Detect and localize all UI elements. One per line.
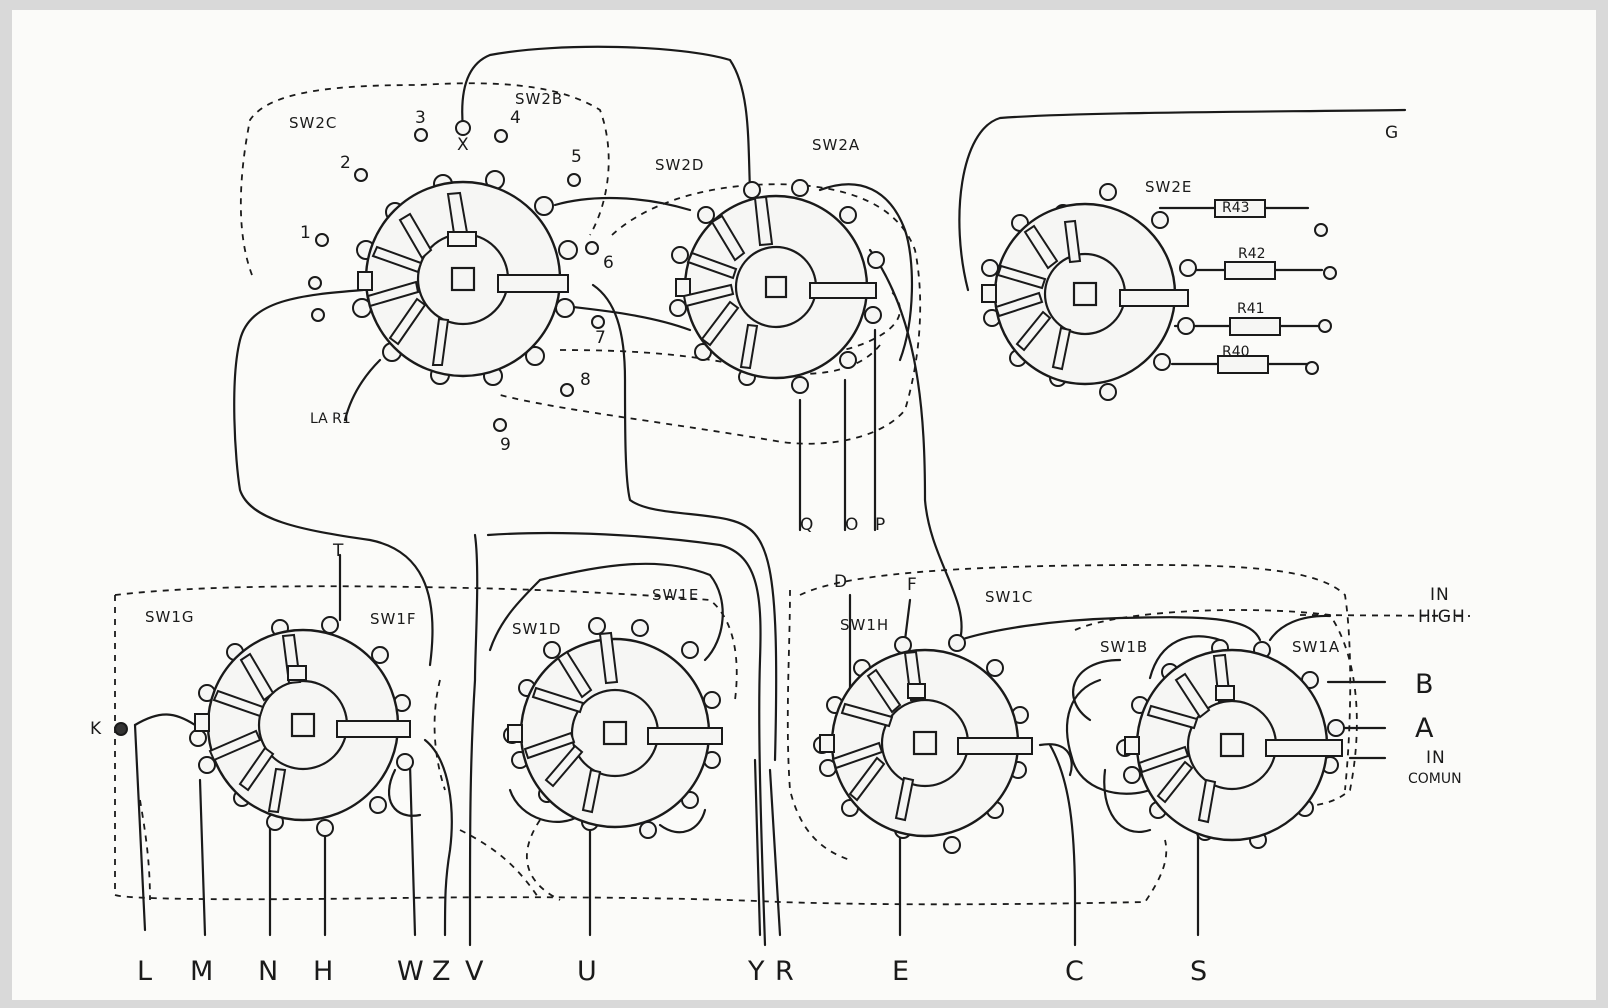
label-sw2d: SW2D xyxy=(655,156,704,174)
resistor-r41 xyxy=(1229,317,1281,336)
label-x: X xyxy=(457,135,470,155)
label-sw1h: SW1H xyxy=(840,616,889,634)
switch-labels: SW2C SW2B SW2D SW2A SW2E SW1G SW1F SW1E … xyxy=(145,90,1340,656)
label-bottom-z: Z xyxy=(432,956,451,987)
label-terminal-6: 6 xyxy=(603,253,615,273)
label-terminal-4: 4 xyxy=(510,108,522,128)
label-sw2c: SW2C xyxy=(289,114,337,132)
label-terminal-1: 1 xyxy=(300,223,312,243)
label-sw2b: SW2B xyxy=(515,90,563,108)
label-sw1f: SW1F xyxy=(370,610,417,628)
label-in-comun-line1: IN xyxy=(1426,748,1446,768)
label-terminal-3: 3 xyxy=(415,108,427,128)
resistor-r40 xyxy=(1217,355,1269,374)
label-sw2e: SW2E xyxy=(1145,178,1192,196)
label-r41: R41 xyxy=(1237,301,1265,317)
label-bottom-e: E xyxy=(892,956,909,987)
resistor-labels: R43 R42 R41 R40 xyxy=(1222,200,1266,360)
switch-wafer-sw1b xyxy=(1116,639,1345,849)
label-sw1g: SW1G xyxy=(145,608,195,626)
label-o: O xyxy=(845,515,859,535)
label-a: A xyxy=(1415,713,1434,744)
switch-wafer-sw2d xyxy=(669,179,885,394)
label-terminal-9: 9 xyxy=(500,435,512,455)
label-bottom-h: H xyxy=(313,956,333,987)
resistor-r43 xyxy=(1214,199,1266,218)
label-terminal-2: 2 xyxy=(340,153,352,173)
label-sw2a: SW2A xyxy=(812,136,860,154)
paper xyxy=(12,10,1596,1000)
label-k: K xyxy=(90,719,102,739)
label-q: Q xyxy=(800,515,814,535)
label-in-high-line1: IN xyxy=(1430,585,1450,605)
node-labels: X G LA R1 T D F K Q O P xyxy=(90,123,1399,739)
label-bottom-u: U xyxy=(577,956,597,987)
label-sw1d: SW1D xyxy=(512,620,561,638)
switch-wafer-sw2c xyxy=(352,170,578,386)
label-f: F xyxy=(907,575,918,595)
label-sw1c: SW1C xyxy=(985,588,1033,606)
label-b: B xyxy=(1415,669,1434,700)
bottom-labels: L M N H W Z V U Y R E C S xyxy=(137,956,1207,987)
label-bottom-n: N xyxy=(258,956,278,987)
resistor-r42 xyxy=(1224,261,1276,280)
switch-wafer-sw1d xyxy=(503,617,723,839)
label-bottom-y: Y xyxy=(747,956,765,987)
label-bottom-r: R xyxy=(775,956,794,987)
terminal-number-labels: 1 2 3 4 5 6 7 8 9 xyxy=(300,108,615,455)
label-terminal-7: 7 xyxy=(595,328,607,348)
label-in-comun-line2: COMUN xyxy=(1408,771,1462,787)
label-terminal-5: 5 xyxy=(571,147,583,167)
resistors xyxy=(1214,199,1281,374)
switch-wafers xyxy=(189,170,1345,854)
side-labels: IN HIGH B A IN COMUN xyxy=(1408,585,1466,787)
label-r43: R43 xyxy=(1222,200,1250,216)
label-bottom-l: L xyxy=(137,956,152,987)
switch-wafer-sw1g xyxy=(189,616,414,837)
label-bottom-w: W xyxy=(397,956,424,987)
terminal-rings xyxy=(114,120,1337,736)
switch-wafer-sw1h xyxy=(813,634,1033,854)
label-terminal-8: 8 xyxy=(580,370,592,390)
label-la-r1: LA R1 xyxy=(310,411,351,427)
label-bottom-c: C xyxy=(1065,956,1084,987)
label-d: D xyxy=(834,572,848,592)
label-sw1e: SW1E xyxy=(652,586,699,604)
label-bottom-v: V xyxy=(465,956,484,987)
label-t: T xyxy=(332,541,344,561)
label-sw1b: SW1B xyxy=(1100,638,1148,656)
label-p: P xyxy=(875,515,886,535)
label-r42: R42 xyxy=(1238,246,1266,262)
label-r40: R40 xyxy=(1222,344,1250,360)
label-bottom-m: M xyxy=(190,956,213,987)
switch-wafer-sw2e xyxy=(981,183,1197,401)
label-in-high-line2: HIGH xyxy=(1418,607,1466,627)
label-bottom-s: S xyxy=(1190,956,1207,987)
label-sw1a: SW1A xyxy=(1292,638,1340,656)
label-g: G xyxy=(1385,123,1399,143)
wires xyxy=(133,45,1407,947)
